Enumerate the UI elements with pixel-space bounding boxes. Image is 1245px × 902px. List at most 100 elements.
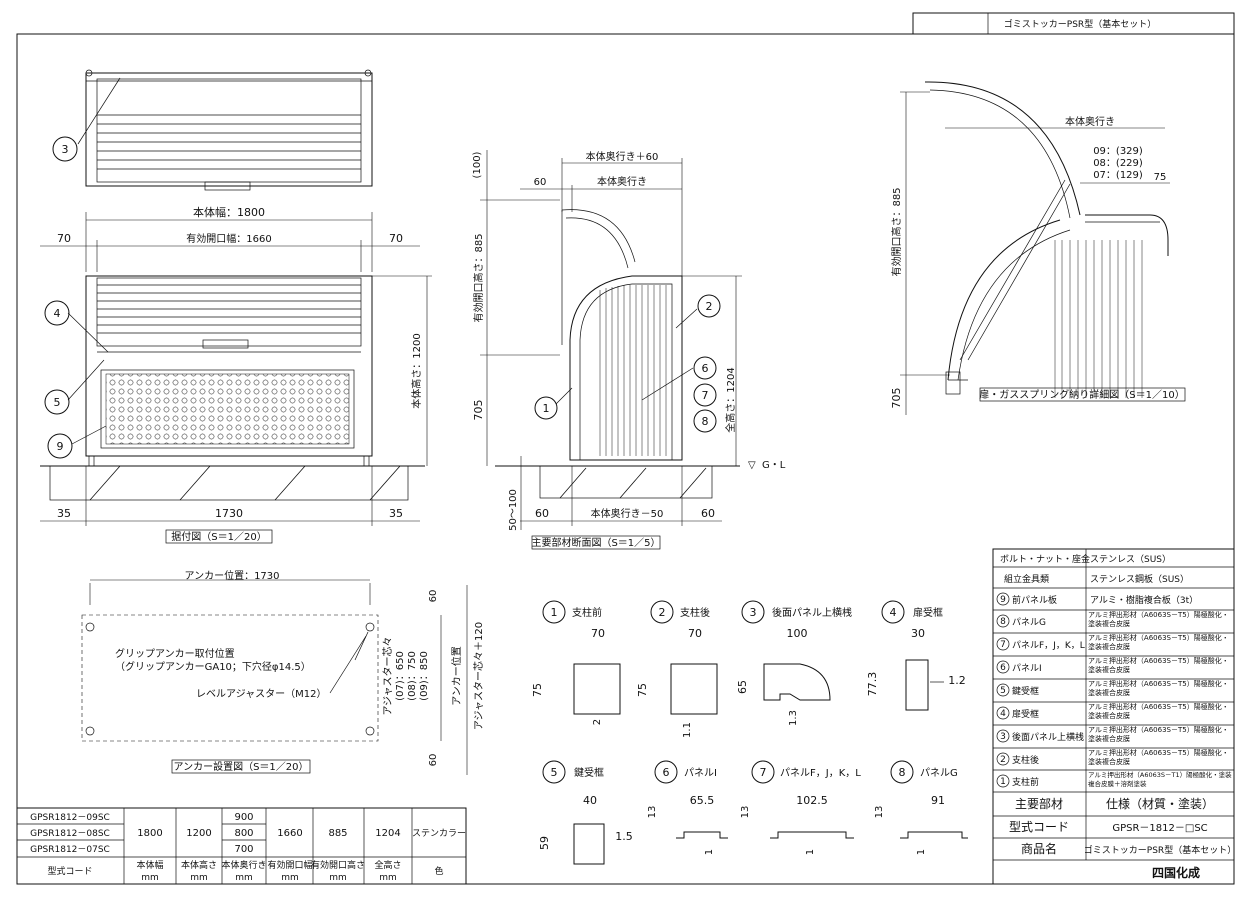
- svg-text:885: 885: [328, 828, 347, 839]
- svg-text:800: 800: [234, 828, 253, 839]
- svg-text:102.5: 102.5: [796, 794, 828, 807]
- callout-3-top: [52, 136, 78, 162]
- svg-text:1.2: 1.2: [948, 674, 966, 687]
- svg-text:35: 35: [57, 507, 71, 520]
- anchor-plan-view: アンカー位置：1730 グリップアンカー取付位置 （グリップアンカーGA10；下…: [81, 569, 485, 775]
- svg-text:パネルF，J，K，L: パネルF，J，K，L: [1012, 640, 1085, 651]
- svg-text:8: 8: [1000, 617, 1006, 627]
- svg-text:2: 2: [1000, 755, 1006, 765]
- svg-text:1: 1: [1000, 777, 1006, 787]
- svg-text:仕様（材質・塗装）: 仕様（材質・塗装）: [1106, 796, 1214, 811]
- svg-text:支柱後: 支柱後: [1012, 754, 1039, 766]
- svg-text:65.5: 65.5: [690, 794, 715, 807]
- svg-text:(100): (100): [472, 151, 483, 178]
- svg-text:パネルG: パネルG: [920, 767, 958, 779]
- svg-text:アジャスター芯々＋120: アジャスター芯々＋120: [472, 622, 485, 730]
- dim-body-height: 本体高さ：1200: [410, 333, 423, 408]
- svg-text:4: 4: [1000, 709, 1006, 719]
- svg-text:9: 9: [1000, 595, 1006, 605]
- svg-text:(09)：850: (09)：850: [419, 651, 430, 701]
- svg-text:有効開口幅: 有効開口幅: [267, 859, 312, 871]
- svg-text:09：(329): 09：(329): [1093, 146, 1143, 157]
- svg-text:35: 35: [389, 507, 403, 520]
- svg-text:パネルI: パネルI: [1012, 663, 1042, 674]
- drawing-title: ゴミストッカーPSR型（基本セット）: [1004, 18, 1156, 30]
- svg-text:59: 59: [538, 836, 551, 850]
- svg-text:3: 3: [62, 143, 69, 156]
- side-section-view: 本体奥行き＋60 60 本体奥行き (100) 有効開口高さ：885 705 全…: [472, 150, 786, 550]
- svg-text:色: 色: [434, 865, 443, 877]
- svg-text:40: 40: [583, 794, 597, 807]
- svg-text:700: 700: [234, 844, 253, 855]
- svg-text:mm: mm: [190, 873, 208, 883]
- svg-text:6: 6: [1000, 663, 1006, 673]
- svg-text:65: 65: [736, 680, 749, 694]
- svg-text:全高さ: 全高さ: [374, 859, 401, 871]
- callout-5: [44, 389, 70, 415]
- svg-text:有効開口高さ：885: 有効開口高さ：885: [472, 233, 485, 322]
- svg-text:型式コード: 型式コード: [47, 865, 92, 877]
- spec-table: ボルト・ナット・座金 ステンレス（SUS） 組立金具類 ステンレス鋼板（SUS）…: [992, 548, 1236, 885]
- svg-text:900: 900: [234, 812, 253, 823]
- svg-text:75: 75: [1154, 172, 1167, 183]
- svg-text:2: 2: [706, 300, 713, 313]
- callout-1: [534, 396, 558, 420]
- svg-text:扉受框: 扉受框: [1012, 708, 1039, 720]
- front-elevation-view: 本体幅：1800 70 有効開口幅：1660 70 本体高さ：1200: [40, 205, 432, 544]
- title-block: ゴミストッカーPSR型（基本セット）: [912, 12, 1235, 35]
- svg-text:77.3: 77.3: [866, 672, 879, 697]
- svg-text:本体高さ: 本体高さ: [181, 859, 217, 871]
- svg-text:GPSR－1812－□SC: GPSR－1812－□SC: [1112, 823, 1207, 834]
- caption-anchor: アンカー設置図（S＝1／20）: [173, 760, 308, 773]
- svg-text:本体奥行き－50: 本体奥行き－50: [591, 507, 664, 520]
- svg-text:8: 8: [899, 766, 906, 779]
- svg-text:1.5: 1.5: [615, 830, 633, 843]
- svg-text:本体奥行き: 本体奥行き: [597, 175, 647, 188]
- svg-text:3: 3: [1000, 732, 1006, 742]
- dim-base-width: 1730: [215, 507, 243, 520]
- callout-8: [693, 409, 717, 433]
- svg-text:(08)：750: (08)：750: [407, 651, 418, 701]
- svg-text:mm: mm: [379, 873, 397, 883]
- svg-text:7: 7: [760, 766, 767, 779]
- svg-text:ゴミストッカーPSR型（基本セット）: ゴミストッカーPSR型（基本セット）: [1084, 844, 1236, 856]
- callout-6: [693, 356, 717, 380]
- svg-text:9: 9: [57, 440, 64, 453]
- svg-text:(07)：650: (07)：650: [395, 651, 406, 701]
- svg-text:アンカー位置：1730: アンカー位置：1730: [184, 569, 279, 582]
- svg-text:GPSR1812－07SC: GPSR1812－07SC: [30, 845, 110, 855]
- svg-text:型式コード: 型式コード: [1009, 820, 1069, 834]
- svg-text:G・L: G・L: [762, 460, 786, 471]
- svg-text:13: 13: [647, 806, 658, 819]
- svg-text:全高さ：1204: 全高さ：1204: [724, 367, 737, 432]
- svg-text:1: 1: [543, 402, 550, 415]
- svg-text:有効開口高さ: 有効開口高さ: [311, 859, 365, 871]
- svg-text:ステンレス鋼板（SUS）: ステンレス鋼板（SUS）: [1090, 573, 1189, 585]
- svg-text:1: 1: [551, 606, 558, 619]
- svg-text:3: 3: [750, 606, 757, 619]
- dim-body-width: 本体幅：1800: [193, 205, 265, 219]
- svg-text:60: 60: [428, 754, 439, 767]
- svg-text:レベルアジャスター（M12）: レベルアジャスター（M12）: [196, 688, 326, 700]
- svg-text:1204: 1204: [375, 828, 400, 839]
- svg-text:60: 60: [701, 507, 715, 520]
- profile-sections: 1 支柱前 70 75 2 2 支柱後 70 75 1.1 3 後面パネル上横桟…: [531, 600, 968, 865]
- svg-text:1: 1: [916, 849, 927, 855]
- svg-text:1800: 1800: [137, 828, 162, 839]
- svg-text:1200: 1200: [186, 828, 211, 839]
- svg-text:1660: 1660: [277, 828, 302, 839]
- svg-text:（グリップアンカーGA10；下穴径φ14.5）: （グリップアンカーGA10；下穴径φ14.5）: [115, 660, 311, 673]
- svg-text:7: 7: [702, 389, 709, 402]
- svg-text:1.3: 1.3: [788, 710, 799, 726]
- svg-text:75: 75: [636, 683, 649, 697]
- svg-text:アルミ・樹脂複合板（3t）: アルミ・樹脂複合板（3t）: [1090, 594, 1198, 606]
- svg-text:パネルI: パネルI: [684, 767, 717, 779]
- top-plan-view: 3: [52, 69, 373, 191]
- svg-text:アンカー位置: アンカー位置: [450, 646, 463, 706]
- caption-section: 主要部材断面図（S＝1／5）: [531, 536, 660, 549]
- svg-text:商品名: 商品名: [1021, 841, 1057, 856]
- svg-text:本体奥行き: 本体奥行き: [1065, 115, 1115, 128]
- sheet-frame: [16, 33, 1235, 885]
- svg-text:6: 6: [702, 362, 709, 375]
